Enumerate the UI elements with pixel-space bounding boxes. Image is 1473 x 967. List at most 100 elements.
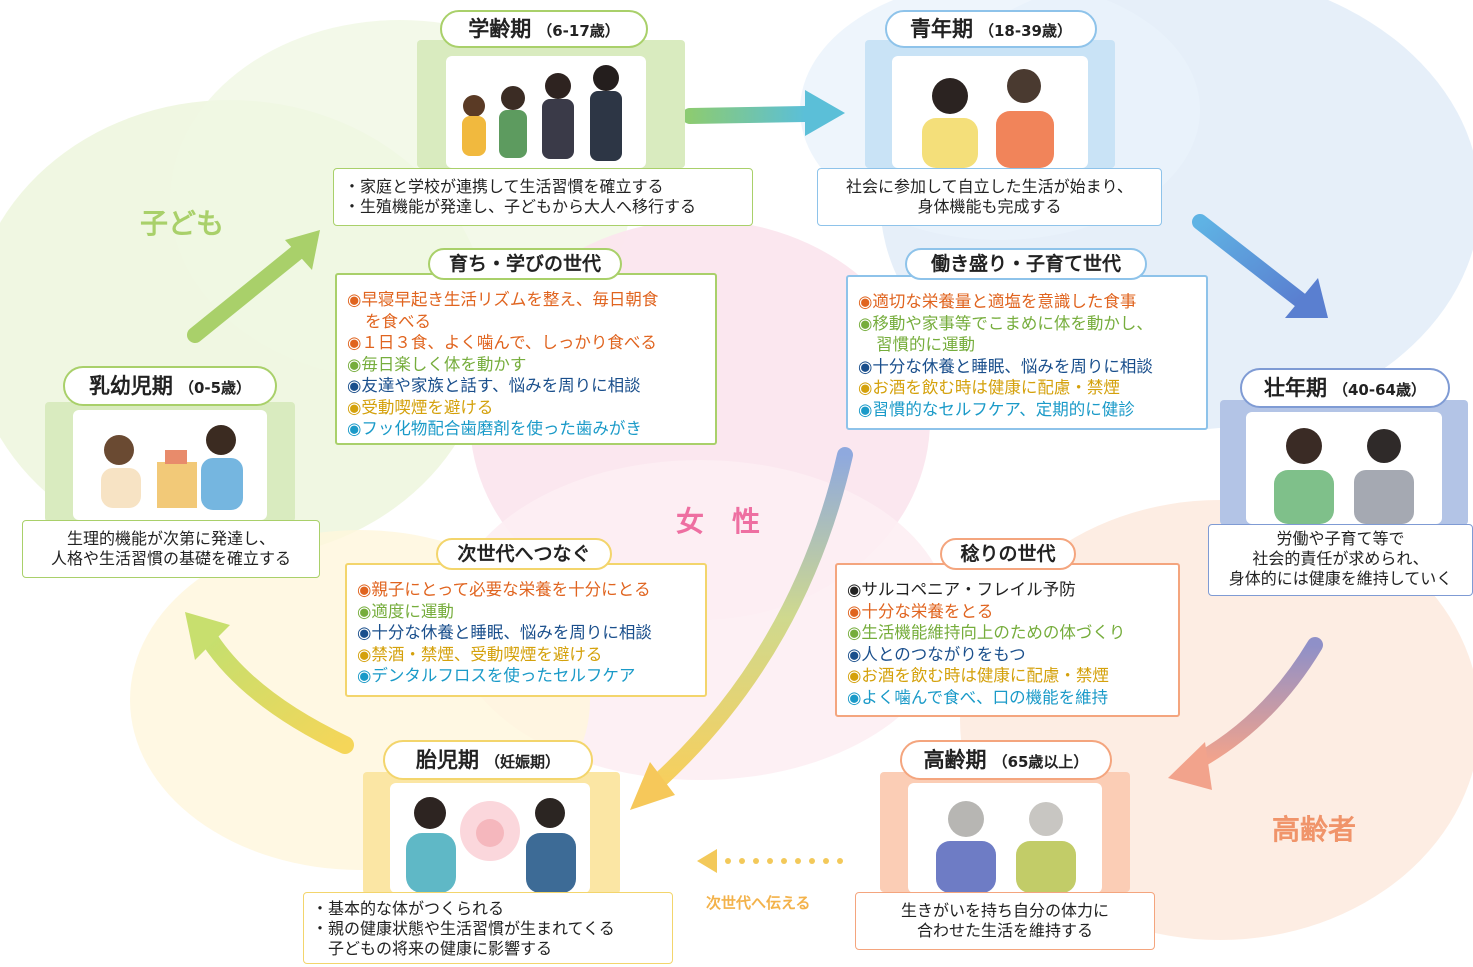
work-tips-box: ◉適切な栄養量と適塩を意識した食事◉移動や家事等でこまめに体を動かし、習慣的に運… [846, 275, 1208, 430]
label-senior: 高齢者 [1272, 813, 1357, 846]
fetal-title: 胎児期 [415, 748, 479, 772]
label-child: 子ども [140, 207, 225, 240]
calm-tip-item: ◉生活機能維持向上のための体づくり [847, 623, 1126, 642]
elderly-sub: （65歳以上） [992, 753, 1089, 771]
calm-tips-title: 稔りの世代 [940, 538, 1076, 570]
work-tip-item: 習慣的に運動 [876, 335, 975, 354]
middle-aged-woman-figure [1274, 428, 1334, 524]
youth-desc-line-2: 身体機能も完成する [917, 197, 1062, 216]
calm-tip-item: ◉よく噛んで食べ、口の機能を維持 [847, 687, 1109, 707]
fetal-title-pill: 胎児期 （妊娠期） [383, 740, 593, 780]
youth-title-pill: 青年期 （18-39歳） [885, 10, 1097, 48]
next-tips-box: ◉親子にとって必要な栄養を十分にとる◉適度に運動◉十分な休養と睡眠、悩みを周りに… [345, 563, 707, 697]
fetal-desc-line-2: ・親の健康状態や生活習慣が生まれてくる [312, 919, 615, 938]
label-female: 女 性 [676, 505, 761, 538]
work-tip-item: ◉十分な休養と睡眠、悩みを周りに相談 [858, 356, 1153, 376]
infant-sub: （0-5歳） [178, 379, 252, 397]
youth-desc: 社会に参加して自立した生活が始まり、 身体機能も完成する [817, 168, 1162, 226]
calm-tip-item: ◉人とのつながりをもつ [847, 644, 1026, 664]
baby-figure [101, 435, 141, 508]
infant-title-pill: 乳幼児期 （0-5歳） [63, 366, 277, 406]
fetal-desc-line-1: ・基本的な体がつくられる [312, 899, 505, 918]
next-tips-title: 次世代へつなぐ [436, 538, 612, 570]
fetal-illustration [390, 783, 590, 893]
next-tip-item: ◉禁酒・禁煙、受動喫煙を避ける [357, 644, 603, 664]
grow-tip-item: ◉フッ化物配合歯磨剤を使った歯みがき [347, 419, 642, 438]
elderly-man-figure [1016, 802, 1076, 893]
arrow-work-to-fetal [652, 447, 853, 788]
infant-title: 乳幼児期 [88, 374, 173, 398]
student-figure-3 [542, 73, 574, 159]
middle-aged-man-figure [1354, 429, 1414, 524]
label-pass-on: 次世代へ伝える [706, 894, 811, 912]
elderly-illustration [908, 783, 1102, 893]
infant-desc-line-1: 生理的機能が次第に発達し、 [66, 529, 275, 548]
youth-sub: （18-39歳） [979, 22, 1072, 40]
infant-desc: 生理的機能が次第に発達し、 人格や生活習慣の基礎を確立する [22, 520, 320, 578]
work-tips-title: 働き盛り・子育て世代 [905, 248, 1147, 280]
fetal-sub: （妊娠期） [484, 753, 560, 771]
grow-tips-title: 育ち・学びの世代 [428, 248, 622, 280]
prime-desc: 労働や子育て等で 社会的責任が求められ、 身体的には健康を維持していく [1208, 524, 1473, 596]
work-tip-item: ◉適切な栄養量と適塩を意識した食事 [858, 292, 1137, 311]
elderly-title: 高齢期 [923, 748, 987, 772]
work-tip-item: ◉お酒を飲む時は健康に配慮・禁煙 [858, 378, 1120, 397]
grow-tip-item: ◉毎日楽しく体を動かす [347, 354, 527, 374]
grow-tip-item: ◉友達や家族と話す、悩みを周りに相談 [347, 376, 641, 395]
school-desc-line-2: ・生殖機能が発達し、子どもから大人へ移行する [344, 197, 697, 216]
elderly-desc-line-1: 生きがいを持ち自分の体力に [900, 901, 1109, 920]
grow-tip-item: ◉１日３食、よく噛んで、しっかり食べる [347, 333, 657, 352]
infant-desc-line-2: 人格や生活習慣の基礎を確立する [50, 549, 291, 568]
grow-tip-item: を食べる [365, 311, 431, 331]
prime-illustration [1246, 412, 1442, 524]
work-tip-item: ◉習慣的なセルフケア、定期的に健診 [858, 399, 1135, 419]
grow-tip-item: ◉受動喫煙を避ける [347, 397, 494, 417]
fetus-bubble [460, 801, 520, 861]
young-woman-figure [922, 78, 978, 168]
prime-desc-line-3: 身体的には健康を維持していく [1228, 569, 1453, 588]
prime-title-pill: 壮年期 （40-64歳） [1240, 368, 1450, 408]
grow-tip-item: ◉早寝早起き生活リズムを整え、毎日朝食 [347, 290, 659, 309]
arrow-infant-to-school [187, 242, 308, 343]
school-desc-line-1: ・家庭と学校が連携して生活習慣を確立する [344, 177, 664, 196]
infant-illustration [73, 410, 267, 520]
next-tip-item: ◉デンタルフロスを使ったセルフケア [357, 666, 636, 685]
next-tip-item: ◉親子にとって必要な栄養を十分にとる [357, 580, 651, 599]
elderly-woman-figure [936, 801, 996, 893]
arrow-school-to-youth [682, 106, 813, 124]
student-figure-1 [462, 95, 486, 156]
prime-title: 壮年期 [1264, 376, 1327, 400]
prime-sub: （40-64歳） [1333, 381, 1426, 399]
fetal-desc: ・基本的な体がつくられる ・親の健康状態や生活習慣が生まれてくる 子どもの将来の… [303, 892, 673, 964]
elderly-desc-line-2: 合わせた生活を維持する [916, 921, 1093, 940]
school-sub: （6-17歳） [537, 22, 620, 40]
dotted-arrow-pass-on [697, 849, 843, 873]
toy-blocks [157, 450, 197, 508]
school-title: 学齢期 [468, 17, 532, 41]
school-title-pill: 学齢期 （6-17歳） [440, 10, 648, 48]
fetal-desc-line-3: 子どもの将来の健康に影響する [312, 939, 553, 958]
toddler-figure [201, 425, 243, 510]
elderly-desc: 生きがいを持ち自分の体力に 合わせた生活を維持する [855, 892, 1155, 950]
prime-desc-line-2: 社会的責任が求められ、 [1252, 549, 1429, 568]
school-desc: ・家庭と学校が連携して生活習慣を確立する ・生殖機能が発達し、子どもから大人へ移… [333, 168, 753, 226]
student-figure-4 [590, 65, 622, 161]
calm-tip-item: ◉サルコペニア・フレイル予防 [847, 580, 1076, 599]
student-figure-2 [499, 86, 527, 158]
arrow-fetal-to-infant [201, 631, 354, 754]
partner-man-figure [526, 798, 576, 893]
young-man-figure [996, 69, 1054, 168]
youth-title: 青年期 [910, 17, 973, 41]
calm-tip-item: ◉十分な栄養をとる [847, 601, 994, 621]
grow-tips-box: ◉早寝早起き生活リズムを整え、毎日朝食を食べる ◉１日３食、よく噛んで、しっかり食… [335, 273, 717, 445]
arrow-prime-to-elderly [1192, 637, 1323, 768]
prime-desc-line-1: 労働や子育て等で [1276, 529, 1405, 548]
calm-tips-box: ◉サルコペニア・フレイル予防 ◉十分な栄養をとる ◉生活機能維持向上のための体づくり… [835, 563, 1180, 717]
school-illustration [446, 56, 646, 168]
youth-desc-line-1: 社会に参加して自立した生活が始まり、 [846, 177, 1133, 196]
elderly-title-pill: 高齢期 （65歳以上） [900, 740, 1112, 780]
arrow-youth-to-prime [1192, 214, 1308, 308]
youth-illustration [892, 56, 1088, 168]
pregnant-woman-figure [406, 797, 456, 893]
calm-tip-item: ◉お酒を飲む時は健康に配慮・禁煙 [847, 666, 1109, 685]
